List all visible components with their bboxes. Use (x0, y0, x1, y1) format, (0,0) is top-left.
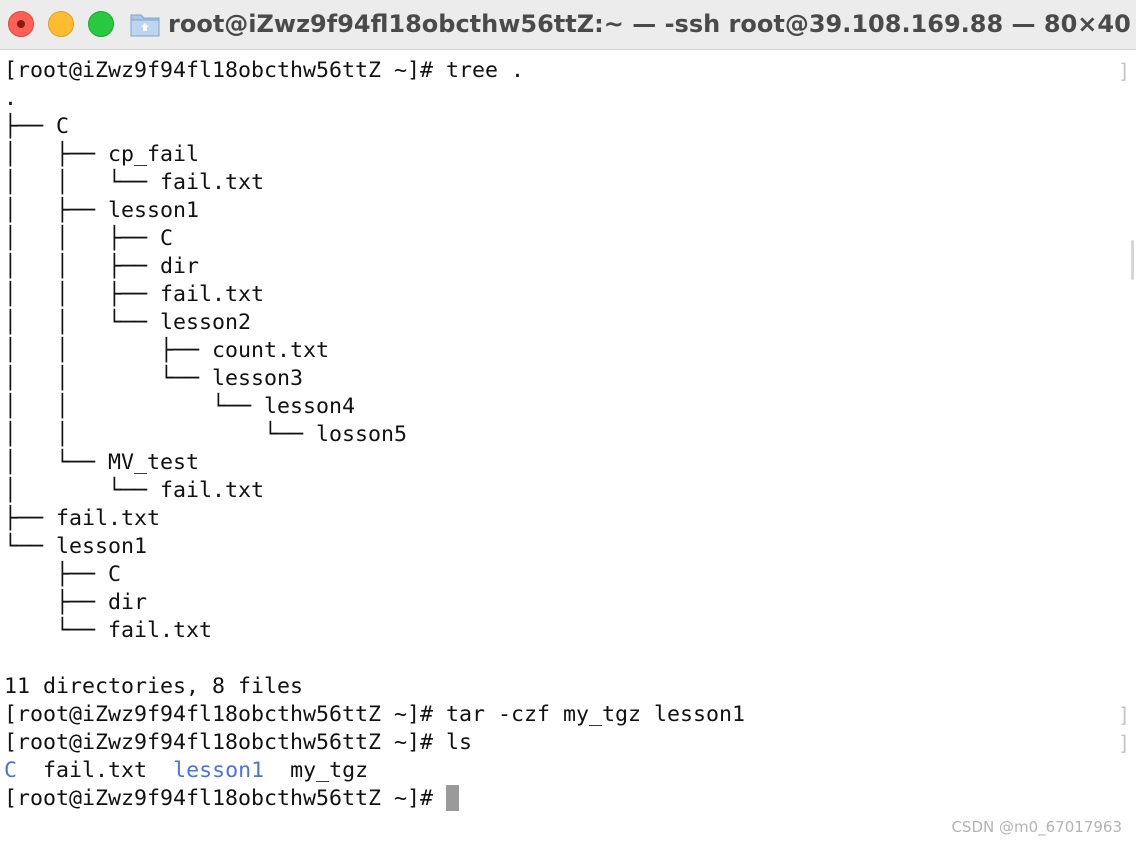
close-button[interactable] (8, 11, 34, 37)
terminal-line: [root@iZwz9f94fl18obcthw56ttZ ~]# tar -c… (4, 701, 1130, 729)
terminal-line-text: │ │ ├── dir (4, 254, 200, 279)
minimize-button[interactable] (48, 11, 74, 37)
terminal-line-text: └── fail.txt (4, 618, 213, 643)
terminal-line-text: └── lesson1 (4, 534, 148, 559)
zoom-button[interactable] (88, 11, 114, 37)
folder-icon (130, 14, 160, 37)
watermark: CSDN @m0_67017963 (951, 818, 1122, 836)
prompt-marker: ] (1117, 703, 1130, 727)
prompt-marker: ] (1117, 59, 1130, 83)
terminal-line-text: [root@iZwz9f94fl18obcthw56ttZ ~]# tree . (4, 58, 525, 83)
terminal-line: │ │ ├── count.txt (4, 337, 1124, 365)
terminal-line-text: │ └── MV_test (4, 450, 200, 475)
terminal-line-text: │ │ └── fail.txt (4, 170, 265, 195)
terminal-output[interactable]: [root@iZwz9f94fl18obcthw56ttZ ~]# tree .… (4, 57, 1130, 813)
terminal-line-text: │ │ ├── count.txt (4, 338, 330, 363)
terminal-line-text: │ │ └── lesson4 (4, 394, 356, 419)
terminal-line: │ │ └── lesson4 (4, 393, 1124, 421)
ls-dir-lesson1: lesson1 (173, 758, 265, 783)
terminal-line: [root@iZwz9f94fl18obcthw56ttZ ~]# ls] (4, 729, 1130, 757)
terminal-line-text: │ ├── lesson1 (4, 198, 200, 223)
terminal-line: ├── dir (4, 589, 1124, 617)
terminal-line: ├── C (4, 561, 1124, 589)
terminal-line: │ ├── lesson1 (4, 197, 1124, 225)
terminal-line-text: ├── fail.txt (4, 506, 161, 531)
scrollbar[interactable] (1131, 240, 1134, 280)
terminal-line: └── lesson1 (4, 533, 1124, 561)
terminal-line-text: │ │ ├── fail.txt (4, 282, 265, 307)
terminal-line: └── fail.txt (4, 617, 1124, 645)
terminal-line-text: [root@iZwz9f94fl18obcthw56ttZ ~]# ls (4, 730, 473, 755)
terminal-line-text: ├── C (4, 114, 70, 139)
ls-dir-c: C (4, 758, 18, 783)
terminal-line: │ ├── cp_fail (4, 141, 1124, 169)
terminal-line: │ │ ├── dir (4, 253, 1124, 281)
ls-output-line: C fail.txt lesson1 my_tgz (4, 757, 1124, 785)
terminal-line-text: │ │ ├── C (4, 226, 174, 251)
ls-file-my-tgz: my_tgz (290, 758, 369, 783)
terminal-line: │ │ └── lesson2 (4, 309, 1124, 337)
terminal-line: │ │ └── lesson3 (4, 365, 1124, 393)
terminal-line: │ │ └── fail.txt (4, 169, 1124, 197)
terminal-line-text: ├── dir (4, 590, 148, 615)
terminal-line (4, 645, 1124, 673)
terminal-line: │ └── MV_test (4, 449, 1124, 477)
prompt-marker: ] (1117, 731, 1130, 755)
window-title: root@iZwz9f94fl18obcthw56ttZ:~ — -ssh ro… (168, 10, 1131, 38)
title-bar: root@iZwz9f94fl18obcthw56ttZ:~ — -ssh ro… (0, 0, 1136, 50)
terminal-line: │ │ ├── fail.txt (4, 281, 1124, 309)
terminal-line-text: │ │ └── lesson3 (4, 366, 304, 391)
active-prompt-line[interactable]: [root@iZwz9f94fl18obcthw56ttZ ~]# (4, 785, 1124, 813)
terminal-line-text: ├── C (4, 562, 122, 587)
terminal-line: 11 directories, 8 files (4, 673, 1124, 701)
text-cursor (446, 785, 460, 811)
terminal-line: │ │ └── losson5 (4, 421, 1124, 449)
terminal-line-text: . (4, 86, 18, 111)
terminal-line-text: │ │ └── losson5 (4, 422, 408, 447)
terminal-line-text: │ │ └── lesson2 (4, 310, 252, 335)
terminal-line: . (4, 85, 1124, 113)
terminal-line-text: │ ├── cp_fail (4, 142, 200, 167)
terminal-line-text: │ └── fail.txt (4, 478, 265, 503)
terminal-line: │ │ ├── C (4, 225, 1124, 253)
terminal-line-text: [root@iZwz9f94fl18obcthw56ttZ ~]# tar -c… (4, 702, 746, 727)
ls-file-fail: fail.txt (43, 758, 148, 783)
terminal-line-text: 11 directories, 8 files (4, 674, 304, 699)
terminal-line: ├── C (4, 113, 1124, 141)
prompt-text: [root@iZwz9f94fl18obcthw56ttZ ~]# (4, 786, 447, 811)
terminal-line: │ └── fail.txt (4, 477, 1124, 505)
terminal-line: [root@iZwz9f94fl18obcthw56ttZ ~]# tree .… (4, 57, 1130, 85)
terminal-line: ├── fail.txt (4, 505, 1124, 533)
